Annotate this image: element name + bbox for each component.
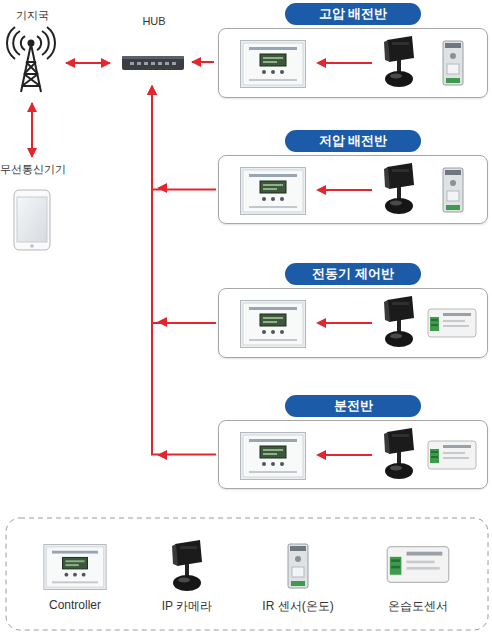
legend-controller-sample xyxy=(44,544,106,589)
device-node: 무선통신기기 xyxy=(0,162,66,256)
device-arrow xyxy=(316,318,326,328)
hub-node: HUB xyxy=(118,14,190,76)
phone-icon xyxy=(30,244,34,248)
device-arrow xyxy=(324,322,372,324)
tower-icon xyxy=(26,62,38,74)
legend-label: Controller xyxy=(15,598,135,612)
controller-icon xyxy=(241,433,306,480)
legend-label: IR 센서(온도) xyxy=(238,598,358,615)
node-label: HUB xyxy=(108,14,200,28)
legend-humidity-sensor-sample xyxy=(387,547,448,583)
bus-arrowhead xyxy=(157,450,167,460)
hub-icon xyxy=(144,62,148,65)
device-arrow xyxy=(316,185,326,195)
tower-icon xyxy=(24,74,40,86)
controller-icon xyxy=(241,301,306,348)
legend-label: IP 카메라 xyxy=(127,598,247,615)
camera-icon xyxy=(384,163,414,214)
tower-icon xyxy=(7,27,15,59)
hub-icon xyxy=(130,62,134,65)
connector-arrow xyxy=(152,86,216,455)
device-arrow xyxy=(324,454,372,456)
tower-icon xyxy=(42,31,49,55)
camera-icon xyxy=(384,296,414,347)
tower-icon xyxy=(24,62,36,74)
device-arrow xyxy=(324,62,372,64)
hub-icon xyxy=(158,62,162,65)
connector-arrow xyxy=(152,86,216,190)
panel-box: 분전반 xyxy=(218,420,488,489)
hub-icon xyxy=(151,62,155,65)
humidity-sensor-icon xyxy=(428,441,476,469)
phone-icon xyxy=(14,190,50,250)
ir-sensor-icon xyxy=(443,41,463,85)
hub-icon xyxy=(172,62,176,65)
panel-devices xyxy=(241,36,477,480)
controller-icon xyxy=(241,168,306,215)
hub-icon xyxy=(130,62,176,65)
hub-icon xyxy=(122,56,184,70)
controller-icon xyxy=(241,41,306,88)
tower-node: 기지국 xyxy=(6,8,58,98)
tower-icon xyxy=(13,31,20,55)
hub-icon xyxy=(122,56,184,59)
device-arrow xyxy=(324,189,372,191)
bus-arrowhead xyxy=(157,183,167,193)
hub-icon xyxy=(137,62,141,65)
panel-title: 저압 배전반 xyxy=(285,130,421,152)
tower-icon xyxy=(37,36,41,50)
connector-arrow xyxy=(31,103,33,157)
bus-arrowhead xyxy=(157,183,167,460)
camera-icon xyxy=(384,428,414,479)
tower-icon xyxy=(29,41,34,46)
phone-icon xyxy=(14,190,50,250)
panel-title: 전동기 제어반 xyxy=(285,263,421,285)
humidity-sensor-icon xyxy=(428,309,476,337)
legend-camera-sample xyxy=(172,540,202,591)
node-label: 무선통신기기 xyxy=(0,162,76,176)
ir-sensor-icon xyxy=(443,168,463,212)
phone-icon xyxy=(17,197,47,242)
device-arrow xyxy=(316,450,326,460)
legend-label: 온습도센서 xyxy=(358,598,478,615)
connector-arrow xyxy=(192,61,214,63)
tower-icon xyxy=(7,27,55,92)
tower-icon xyxy=(22,74,38,86)
panel-box: 고압 배전반 xyxy=(218,28,488,98)
tower-icon xyxy=(21,36,25,50)
tower-icon xyxy=(22,85,40,87)
connector-arrow xyxy=(66,62,110,64)
bus-arrowhead xyxy=(157,317,167,327)
panel-box: 저압 배전반 xyxy=(218,155,488,224)
legend-ir-sensor-sample xyxy=(288,544,308,588)
panel-box: 전동기 제어반 xyxy=(218,288,488,358)
panel-title: 분전반 xyxy=(285,395,421,417)
connector-arrow xyxy=(152,86,216,323)
device-arrow xyxy=(316,58,326,68)
node-label: 기지국 xyxy=(0,8,68,22)
hub-icon xyxy=(165,62,169,65)
hub-icon xyxy=(122,56,184,70)
camera-icon xyxy=(384,36,414,87)
tower-icon xyxy=(47,27,55,59)
panel-title: 고압 배전반 xyxy=(285,3,421,25)
legend-frame xyxy=(6,518,488,630)
